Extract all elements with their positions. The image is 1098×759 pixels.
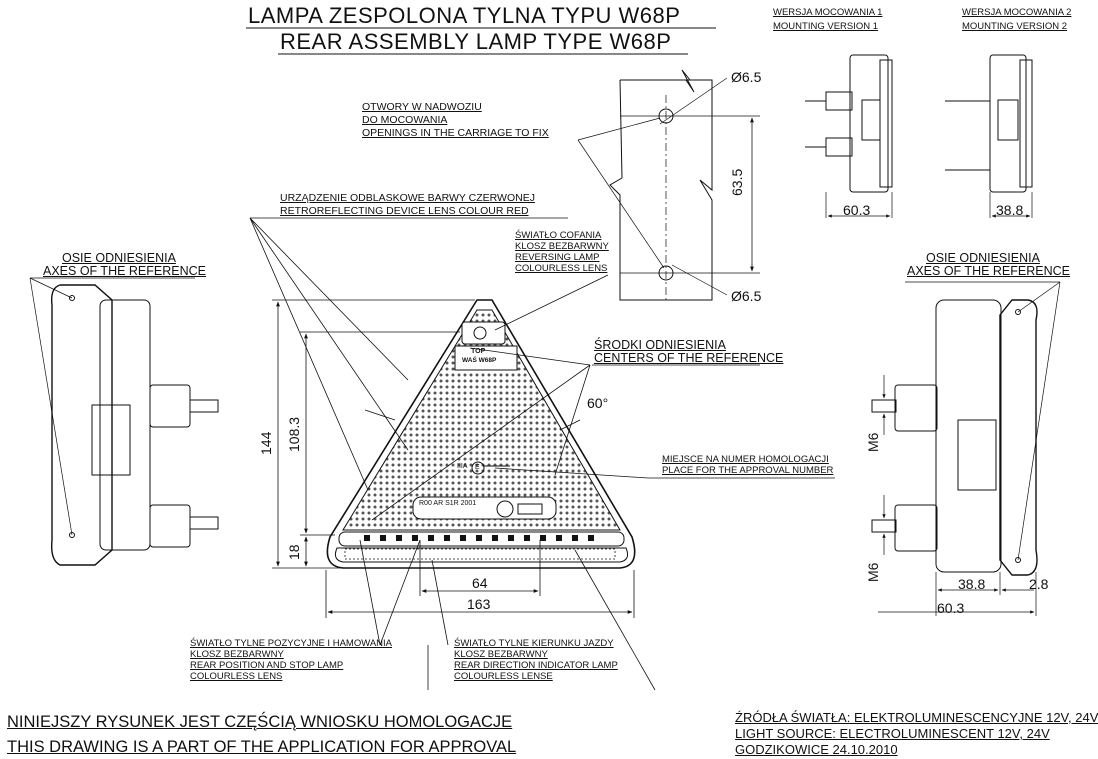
axes-right-label-en: AXES OF THE REFERENCE bbox=[907, 264, 1070, 278]
position-lamp-label-1: ŚWIATŁO TYLNE POZYCYJNE I HAMOWANIA bbox=[190, 638, 392, 649]
mounting-v1-label-pl: WERSJA MOCOWANIA 1 bbox=[773, 7, 883, 18]
reversing-label-2: KLOSZ BEZBARWNY bbox=[515, 241, 609, 252]
title-en: REAR ASSEMBLY LAMP TYPE W68P bbox=[280, 29, 672, 54]
reversing-label-3: REVERSING LAMP bbox=[515, 252, 600, 263]
axes-left-label-en: AXES OF THE REFERENCE bbox=[43, 264, 206, 278]
lamp-codes-text: R00 AR S1R 2001 bbox=[419, 500, 477, 507]
retro-label-pl: URZĄDZENIE ODBLASKOWE BARWY CZERWONEJ bbox=[280, 192, 535, 204]
height-108-dimension: 108.3 bbox=[286, 416, 302, 452]
axes-right-label-pl: OSIE ODNIESIENIA bbox=[926, 251, 1040, 265]
right-dimension-60: 60.3 bbox=[937, 600, 965, 616]
lamp-top-text: TOP bbox=[471, 348, 486, 355]
position-lamp-label-2: KLOSZ BEZBARWNY bbox=[190, 649, 284, 660]
position-lamp-label-3: REAR POSITION AND STOP LAMP bbox=[190, 660, 344, 671]
hole-spacing-dimension: 63.5 bbox=[729, 168, 745, 196]
axes-left-label-pl: OSIE ODNIESIENIA bbox=[62, 251, 176, 265]
left-side-view bbox=[29, 277, 219, 566]
right-dimension-38: 38.8 bbox=[958, 576, 986, 592]
right-side-view bbox=[871, 281, 1061, 616]
centers-label-en: CENTERS OF THE REFERENCE bbox=[594, 351, 784, 365]
position-lamp-label-4: COLOURLESS LENS bbox=[190, 671, 283, 682]
lamp-front-view bbox=[326, 299, 636, 569]
mounting-v2-label-pl: WERSJA MOCOWANIA 2 bbox=[962, 7, 1072, 18]
triangle-dimensions bbox=[272, 299, 635, 618]
mounting-v1-view bbox=[805, 54, 893, 218]
direction-lamp-label-2: KLOSZ BEZBARWNY bbox=[454, 649, 548, 660]
lamp-class-text: IIIA bbox=[457, 463, 468, 470]
thread-m6-top: M6 bbox=[865, 432, 881, 452]
retro-label-en: RETROREFLECTING DEVICE LENS COLOUR RED bbox=[280, 205, 529, 217]
lamp-name-text: WAŚ W68P bbox=[462, 357, 497, 364]
width-163-dimension: 163 bbox=[467, 596, 491, 612]
holes-label-2: DO MOCOWANIA bbox=[362, 114, 448, 126]
height-18-dimension: 18 bbox=[286, 544, 302, 560]
light-source-pl: ŹRÓDŁA ŚWIATŁA: ELEKTROLUMINESCENCYJNE 1… bbox=[735, 710, 1098, 725]
footer-note-pl: NINIEJSZY RYSUNEK JEST CZĘŚCIĄ WNIOSKU H… bbox=[7, 713, 513, 731]
mounting-v2-dimension: 38.8 bbox=[996, 202, 1024, 218]
direction-lamp-label-1: ŚWIATŁO TYLNE KIERUNKU JAZDY bbox=[454, 638, 614, 649]
mounting-v1-dimension: 60.3 bbox=[843, 202, 871, 218]
direction-lamp-label-4: COLOURLESS LENSE bbox=[454, 671, 553, 682]
holes-label-1: OTWORY W NADWOZIU bbox=[362, 101, 482, 113]
hole-diameter-top: Ø6.5 bbox=[731, 69, 762, 85]
mounting-v2-label-en: MOUNTING VERSION 2 bbox=[962, 21, 1068, 32]
reversing-label-1: ŚWIATŁO COFANIA bbox=[515, 230, 602, 241]
hole-diameter-bottom: Ø6.5 bbox=[731, 288, 762, 304]
hole-detail bbox=[577, 69, 760, 301]
title-pl: LAMPA ZESPOLONA TYLNA TYPU W68P bbox=[248, 3, 681, 28]
approval-place-label-en: PLACE FOR THE APPROVAL NUMBER bbox=[662, 465, 834, 476]
angle-label: 60° bbox=[587, 395, 609, 411]
place-date: GODZIKOWICE 24.10.2010 bbox=[735, 742, 898, 757]
footer-note-en: THIS DRAWING IS A PART OF THE APPLICATIO… bbox=[7, 738, 517, 756]
lamp-e-mark: E bbox=[475, 464, 480, 471]
height-144-dimension: 144 bbox=[258, 431, 274, 455]
right-dimension-2-8: 2.8 bbox=[1029, 576, 1049, 592]
mounting-v2-view bbox=[945, 54, 1033, 218]
triangle-leaders bbox=[249, 217, 835, 691]
approval-place-label-pl: MIEJSCE NA NUMER HOMOLOGACJI bbox=[662, 454, 829, 465]
light-source-en: LIGHT SOURCE: ELECTROLUMINESCENT 12V, 24… bbox=[735, 726, 1050, 741]
width-64-dimension: 64 bbox=[472, 575, 488, 591]
direction-lamp-label-3: REAR DIRECTION INDICATOR LAMP bbox=[454, 660, 618, 671]
centers-label-pl: ŚRODKI ODNIESIENIA bbox=[594, 338, 726, 352]
reversing-label-4: COLOURLESS LENS bbox=[515, 263, 608, 274]
mounting-v1-label-en: MOUNTING VERSION 1 bbox=[773, 21, 879, 32]
holes-label-3: OPENINGS IN THE CARRIAGE TO FIX bbox=[362, 127, 549, 139]
led-row bbox=[364, 535, 594, 541]
thread-m6-bottom: M6 bbox=[865, 562, 881, 582]
